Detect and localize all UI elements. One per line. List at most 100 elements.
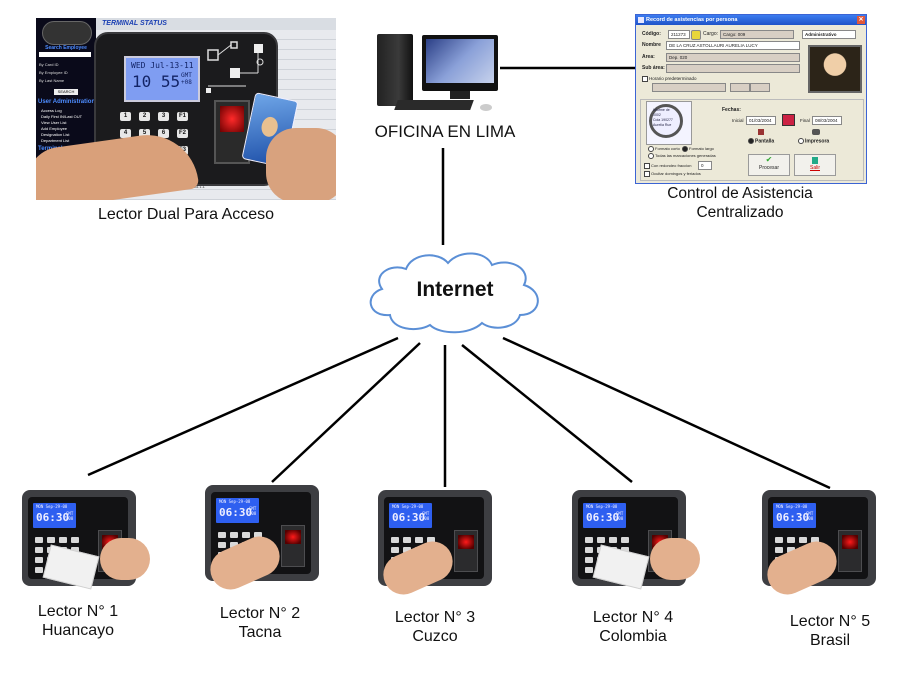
reader-key	[585, 537, 593, 543]
app-icon	[638, 17, 644, 23]
radio-by-card-id: By Card ID	[39, 62, 59, 67]
reader-key	[597, 537, 605, 543]
radio-impresora[interactable]: Impresora	[798, 138, 829, 144]
keypad-key: F2	[177, 129, 188, 138]
reader-key	[799, 537, 807, 543]
menu-item: Access Log	[41, 108, 62, 113]
horario-start-field[interactable]	[730, 83, 750, 92]
monitor-icon	[422, 35, 498, 91]
lcd-date: WED Jul-13-11	[131, 61, 194, 70]
redondeo-stepper[interactable]: 0	[698, 161, 712, 170]
window-title: Record de asistencias por persona	[646, 17, 738, 23]
subarea-field[interactable]	[666, 64, 800, 73]
radio-formato-largo[interactable]: Formato largo	[682, 146, 714, 152]
formato-largo-label: Formato largo	[689, 146, 714, 152]
internet-label: Internet	[416, 278, 494, 301]
report-magnifier-icon: Informe de 0002 Cola 190277 Aurelia Rue	[646, 101, 692, 145]
reader-key	[71, 537, 79, 543]
reader-key	[218, 542, 226, 548]
window-titlebar: Record de asistencias por persona ✕	[636, 15, 866, 25]
radio-pantalla[interactable]: Pantalla	[748, 138, 774, 144]
inicial-date-field[interactable]: 01/03/2004	[746, 116, 776, 125]
employee-photo	[808, 45, 862, 93]
reader-lcd-zone: GMT +08	[249, 506, 257, 516]
ocultar-label: Ocultar domingos y feriados	[651, 171, 701, 177]
keypad-key: 4	[120, 129, 131, 138]
cargo-field[interactable]: Cargo: 009	[720, 30, 794, 39]
reader-lcd-zone: GMT +08	[422, 511, 430, 521]
dual-reader-caption: Lector Dual Para Acceso	[97, 206, 275, 223]
menu-item: Add Employee	[41, 126, 68, 131]
reader-caption-3: Lector N° 3 Cuzco	[375, 608, 495, 646]
internet-cloud: Internet	[360, 245, 550, 335]
horario-option[interactable]: Horario predeterminado	[642, 76, 697, 82]
subarea-label: Sub área:	[642, 65, 665, 71]
salir-button[interactable]: Salir	[794, 154, 836, 176]
reader-lcd-zone: GMT +08	[66, 511, 74, 521]
reader-location: Cuzco	[412, 628, 458, 646]
check-icon: ✔	[765, 155, 773, 164]
reader-location: Huancayo	[41, 622, 115, 640]
impresora-label: Impresora	[805, 138, 830, 145]
reader-lcd-zone: GMT +08	[616, 511, 624, 521]
reader-key	[391, 537, 399, 543]
calendar-icon[interactable]	[782, 114, 795, 126]
hand-icon	[650, 538, 700, 580]
terminal-status-header: TERMINAL STATUS	[102, 20, 167, 27]
office-computer-icon	[372, 30, 502, 116]
search-employee-title: Search Employee	[45, 45, 87, 51]
reader-title: Lector N° 2	[219, 605, 301, 622]
reader-key	[811, 537, 819, 543]
codigo-field[interactable]: 211273	[668, 30, 690, 39]
reader-title: Lector N° 5	[789, 613, 871, 630]
magnifier-text: Informe de	[653, 108, 670, 112]
report-options-group	[640, 99, 864, 181]
reader-lcd-zone: GMT +08	[806, 511, 814, 521]
role-field: Administrativo	[802, 30, 856, 39]
nombre-label: Nombre	[642, 42, 661, 48]
menu-item: View User List	[41, 120, 67, 125]
radio-formato-corto[interactable]: Formato corto	[648, 146, 680, 152]
reader-key	[242, 532, 250, 538]
reader-lcd-time: 06:30	[776, 511, 810, 524]
reader-lcd-time: 06:30	[392, 511, 426, 524]
procesar-button[interactable]: ✔ Procesar	[748, 154, 790, 176]
con-redondeo-option[interactable]: Con redondeo fraccion	[644, 163, 691, 169]
area-field[interactable]: Dep. 020	[666, 53, 800, 62]
inicial-label: Inicial	[732, 118, 744, 123]
printer-icon	[812, 129, 820, 135]
dual-reader-image: TERMINAL STATUS Search Employee By Card …	[36, 18, 336, 200]
keypad-key: 2	[139, 112, 150, 121]
salir-label: Salir	[809, 165, 820, 171]
link-cloud-reader-4	[461, 344, 633, 483]
software-caption-line2: Centralizado	[696, 203, 784, 221]
reader-key	[775, 537, 783, 543]
final-date-field[interactable]: 08/03/2004	[812, 116, 842, 125]
ocultar-option[interactable]: Ocultar domingos y feriados	[644, 171, 701, 177]
reader-key	[585, 547, 593, 553]
close-icon[interactable]: ✕	[857, 16, 865, 24]
lookup-icon[interactable]	[691, 30, 701, 40]
keypad-key: 6	[158, 129, 169, 138]
reader-key	[621, 537, 629, 543]
fechas-label: Fechas:	[722, 107, 741, 113]
fingerprint-sensor-icon	[454, 530, 478, 572]
horario-field[interactable]	[652, 83, 726, 92]
hand-holding-card-icon	[266, 128, 336, 200]
nombre-field[interactable]: DE LA CRUZ ASTOLLAURI AURELIA LUCY	[666, 41, 800, 50]
software-caption-line1: Control de Asistencia	[667, 185, 813, 202]
radio-todas[interactable]: Todas las marcaciones generadas	[648, 153, 716, 159]
reader-key	[35, 557, 43, 563]
todas-label: Todas las marcaciones generadas	[655, 153, 716, 159]
horario-end-field[interactable]	[750, 83, 770, 92]
reader-lcd-date: MON Sep-29-08	[776, 504, 808, 509]
reader-key	[609, 537, 617, 543]
reader-key	[59, 537, 67, 543]
reader-title: Lector N° 3	[394, 609, 476, 626]
